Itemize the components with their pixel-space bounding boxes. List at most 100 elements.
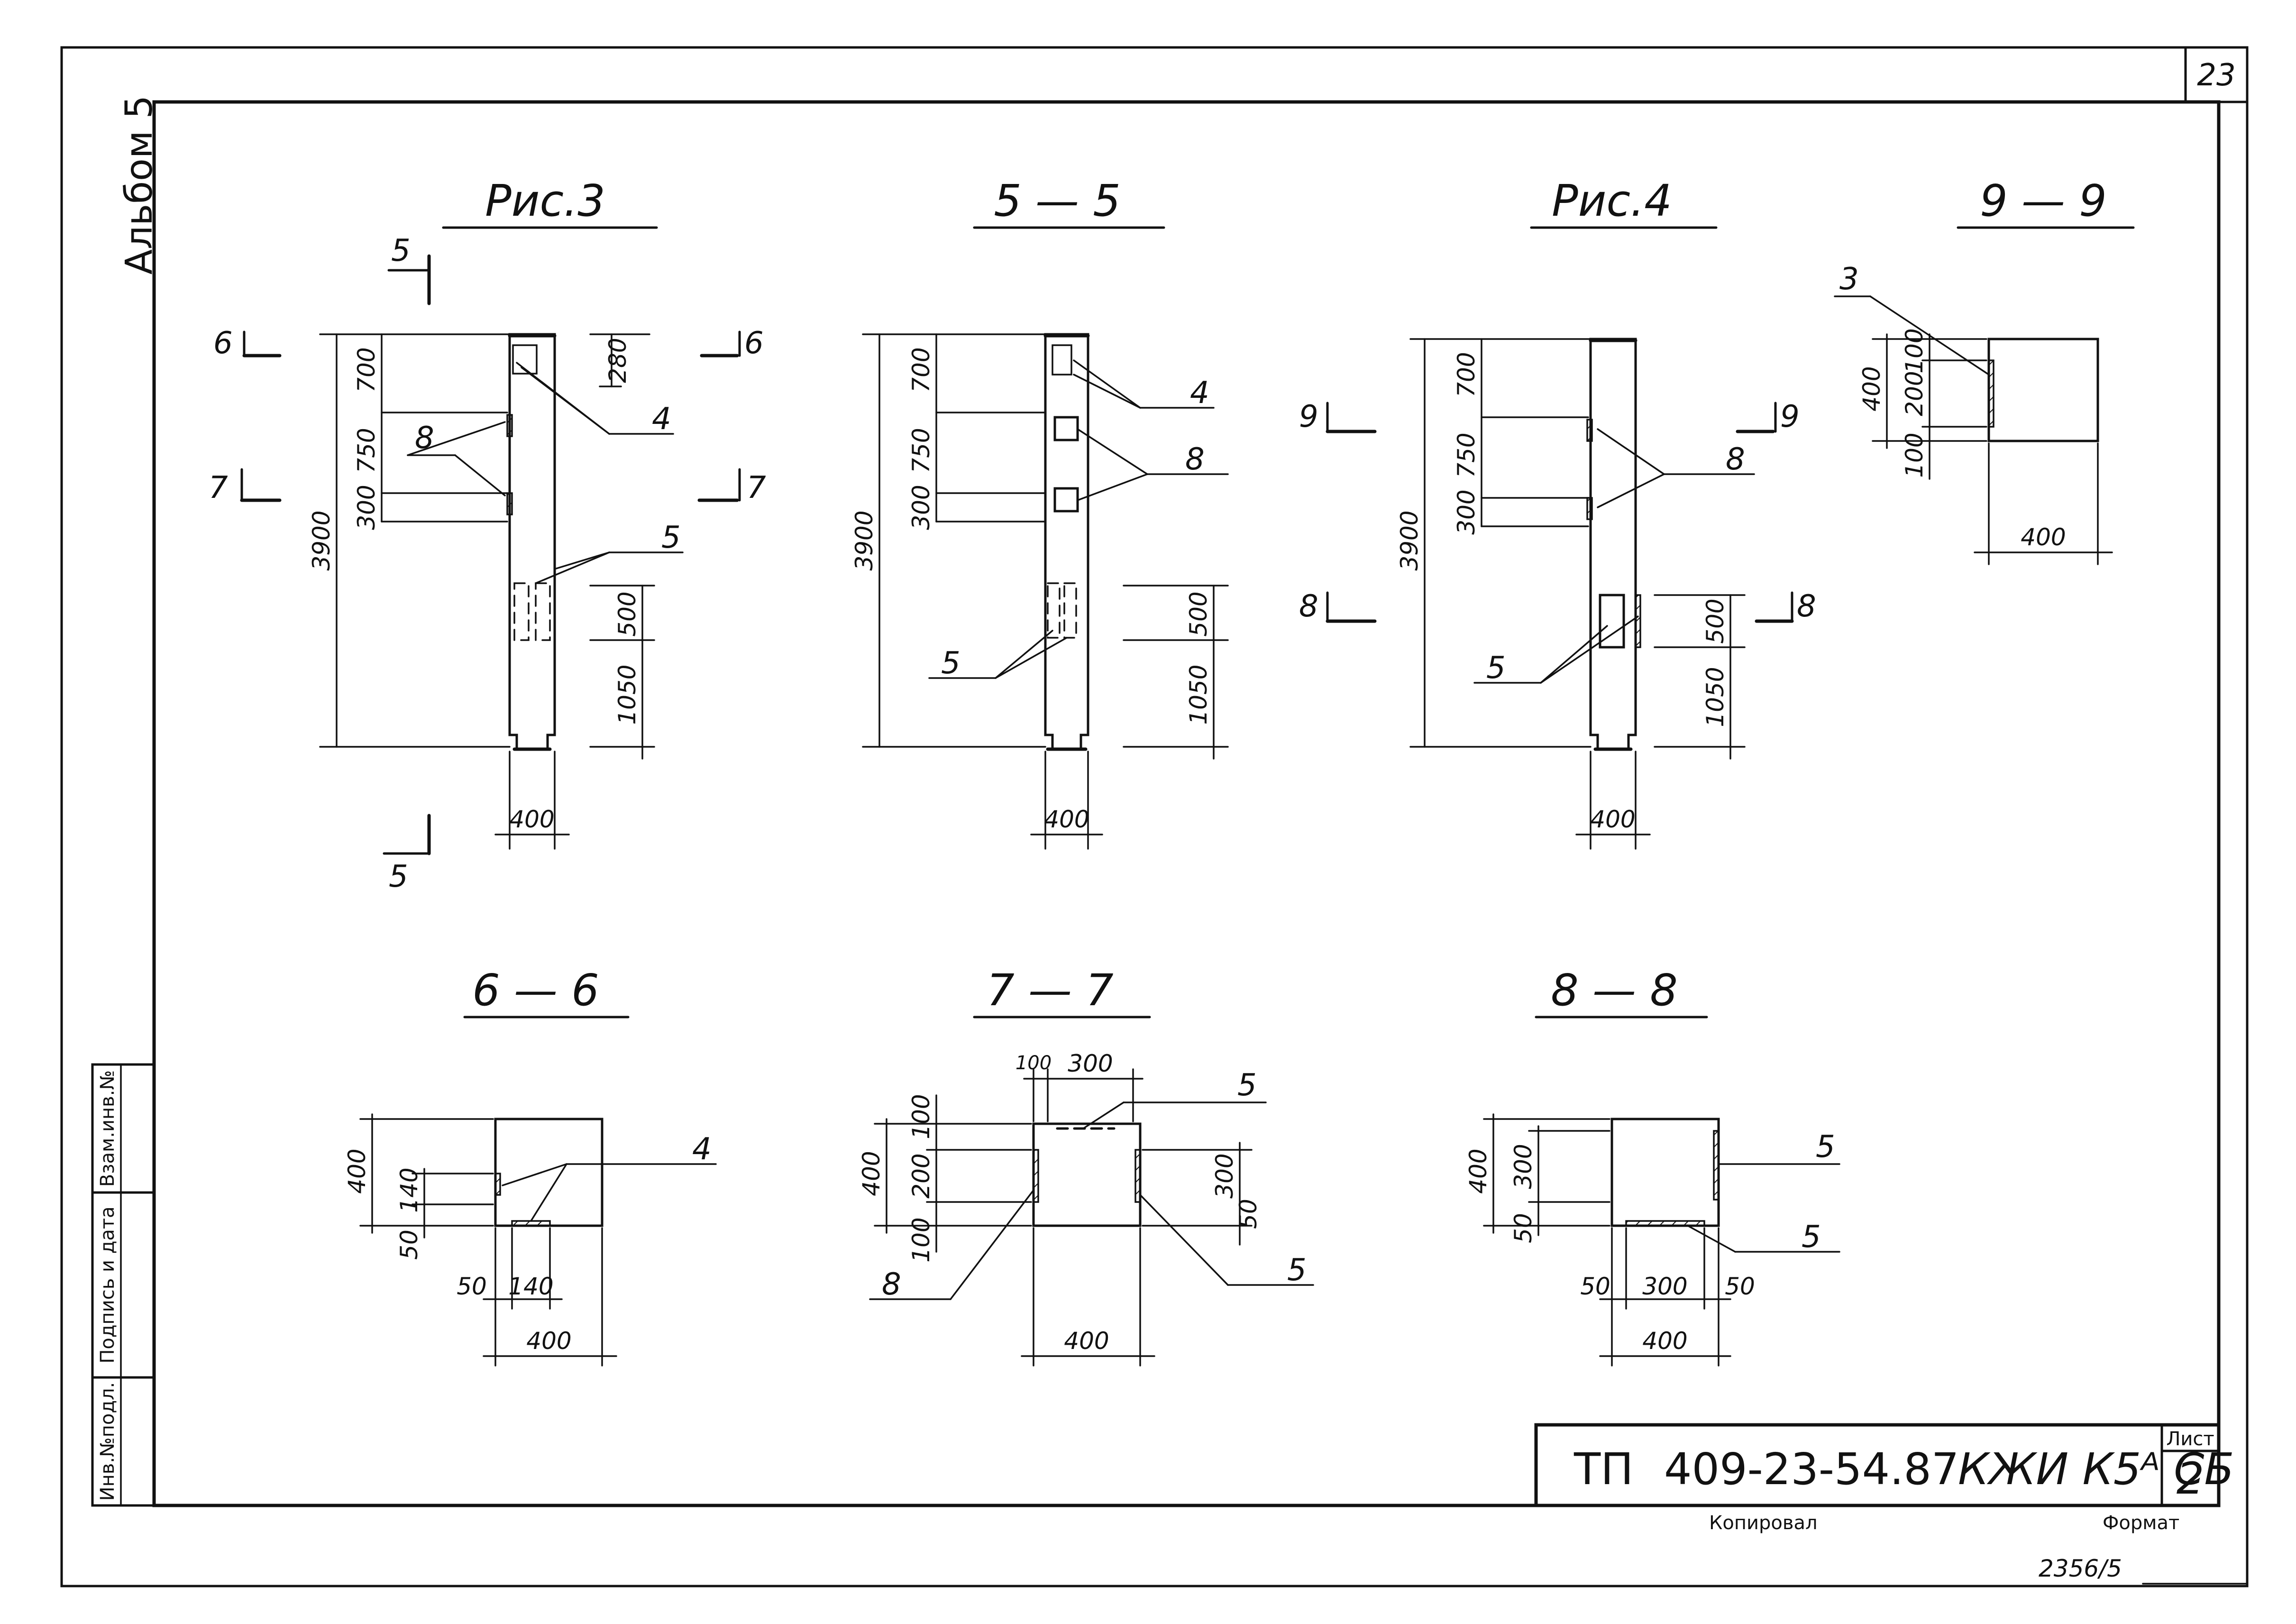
fig3-sec5-top: 5 — [391, 233, 411, 268]
sec77-dim-200: 200 — [907, 1153, 935, 1198]
sec66-dim-400: 400 — [343, 1148, 371, 1193]
sec55-dim-width: 400 — [1044, 806, 1089, 833]
sec99-pos3: 3 — [1839, 262, 1859, 297]
fig3-pos5: 5 — [661, 520, 681, 555]
fig3-sec6-left: 6 — [213, 326, 233, 361]
sec55-pos4: 4 — [1190, 376, 1209, 411]
sec77-dim-100top: 100 — [1015, 1052, 1052, 1074]
sec88-dim-50b: 50 — [1725, 1273, 1755, 1300]
fig4-sec8-right: 8 — [1797, 589, 1816, 624]
side-stamp: Инв.№подл. Подпись и дата Взам.инв.№ — [91, 1063, 156, 1507]
fig3-dim-700: 700 — [353, 347, 380, 392]
sec55-pos5: 5 — [941, 646, 960, 681]
title-block: ТП 409-23-54.87 КЖИ К5ᴬ СБ Лист 2 Копиро… — [1534, 1423, 2248, 1585]
sec55-dim-300: 300 — [907, 485, 935, 530]
sec77-dim-50r: 50 — [1235, 1199, 1262, 1229]
sec77-title: 7 — 7 — [987, 965, 1114, 1016]
sec88-dim-300h: 300 — [1642, 1273, 1687, 1300]
sec66-outline — [494, 1118, 604, 1227]
sec55-dim-750: 750 — [907, 428, 935, 473]
fig4-pos5: 5 — [1486, 651, 1506, 686]
view-sec66: 6 — 6 400 140 50 50 140 400 4 — [343, 965, 717, 1367]
fig3-dim-750: 750 — [353, 428, 380, 473]
view-sec55: 5 — 5 3900 700 750 300 500 1050 400 — [851, 175, 1229, 850]
fig4-sec9-left: 9 — [1299, 399, 1318, 434]
sec55-title: 5 — 5 — [994, 175, 1121, 226]
list-label: Лист — [2166, 1428, 2214, 1450]
sec88-pos5a: 5 — [1816, 1129, 1835, 1165]
sec88-dim-400: 400 — [1464, 1148, 1492, 1193]
fig4-dim-overall: 3900 — [1396, 510, 1423, 570]
sec99-dim-100a: 100 — [1901, 328, 1928, 373]
sec55-column-outline — [1044, 333, 1089, 751]
sec99-dim-100b: 100 — [1901, 432, 1928, 477]
fig3-dim-500: 500 — [613, 591, 641, 636]
sec55-dim-500: 500 — [1185, 591, 1212, 636]
sec77-dim-100b: 100 — [907, 1217, 935, 1262]
fig3-pos8: 8 — [415, 421, 434, 456]
sec77-dim-400: 400 — [858, 1151, 885, 1196]
fig4-sec9-right: 9 — [1780, 399, 1800, 434]
fig4-title: Рис.4 — [1552, 175, 1672, 226]
fig3-dim-width: 400 — [509, 806, 554, 833]
view-sec77: 7 — 7 100 300 400 100 200 100 300 50 40 — [858, 965, 1314, 1367]
fig3-sec7-right: 7 — [747, 470, 766, 505]
sec77-pos5b: 5 — [1287, 1253, 1307, 1288]
sheet-corner-number: 23 — [2197, 58, 2235, 93]
copied-label: Копировал — [1709, 1512, 1818, 1534]
view-sec88: 8 — 8 400 300 50 50 300 50 400 5 5 — [1464, 965, 1840, 1367]
fig3-column-outline — [508, 333, 556, 751]
stamp-replace-label: Взам.инв.№ — [97, 1070, 119, 1187]
sec66-dim-140v: 140 — [395, 1167, 423, 1212]
sec88-outline — [1610, 1118, 1720, 1227]
sec77-pos5a: 5 — [1237, 1068, 1257, 1103]
sec88-dim-300v: 300 — [1509, 1144, 1537, 1189]
sec66-dim-width: 400 — [526, 1327, 571, 1355]
sec99-dim-width: 400 — [2021, 523, 2066, 551]
fig4-column-outline — [1589, 338, 1637, 751]
sec55-dim-700: 700 — [907, 347, 935, 392]
format-label: Формат — [2103, 1512, 2179, 1534]
view-fig3: Рис.3 3900 700 750 300 280 500 1050 — [209, 175, 766, 894]
fig4-dim-700: 700 — [1453, 352, 1480, 397]
sec66-dim-50v: 50 — [395, 1229, 423, 1260]
fig3-dim-1050: 1050 — [613, 664, 641, 725]
fig4-dim-750: 750 — [1453, 432, 1480, 477]
doc-code-prefix: ТП — [1573, 1444, 1633, 1495]
list-number: 2 — [2177, 1453, 2205, 1504]
sheet-frame: 23 Альбом 5 — [60, 46, 2249, 1587]
fig3-title: Рис.3 — [485, 175, 605, 226]
fig4-dim-width: 400 — [1590, 806, 1635, 833]
sec99-dim-400: 400 — [1858, 366, 1885, 411]
sec99-dim-200: 200 — [1901, 371, 1928, 416]
sec77-dim-300top: 300 — [1068, 1050, 1113, 1077]
fig3-sec5-bottom: 5 — [389, 859, 408, 894]
fig3-dim-300: 300 — [353, 485, 380, 530]
fig4-sec8-left: 8 — [1299, 589, 1318, 624]
stamp-sign-label: Подпись и дата — [97, 1206, 119, 1363]
sec55-dim-overall: 3900 — [851, 510, 878, 570]
fig4-dim-1050: 1050 — [1701, 667, 1729, 727]
sec77-outline — [1032, 1122, 1142, 1227]
sec77-dim-300r: 300 — [1211, 1153, 1238, 1198]
fig3-sec6-right: 6 — [744, 326, 764, 361]
order-number: 2356/5 — [2039, 1555, 2122, 1582]
sec77-dim-width: 400 — [1064, 1327, 1109, 1355]
fig4-dim-500: 500 — [1701, 598, 1729, 643]
doc-code-number: 409-23-54.87 — [1664, 1444, 1959, 1495]
sec88-dim-50v: 50 — [1509, 1213, 1537, 1243]
sec55-dim-1050: 1050 — [1185, 664, 1212, 725]
stamp-inv-label: Инв.№подл. — [97, 1382, 119, 1501]
fig4-pos8: 8 — [1726, 442, 1745, 477]
view-fig4: Рис.4 3900 700 750 300 500 1050 400 — [1299, 175, 1816, 850]
album-label: Альбом 5 — [118, 95, 161, 275]
sec77-dim-100a: 100 — [907, 1094, 935, 1139]
sec88-dim-50a: 50 — [1580, 1273, 1610, 1300]
sec66-pos4: 4 — [692, 1132, 712, 1167]
fig3-pos4: 4 — [652, 402, 671, 437]
sec99-title: 9 — 9 — [1980, 175, 2107, 226]
view-sec99: 9 — 9 400 100 200 100 400 3 — [1834, 175, 2135, 565]
sec66-title: 6 — 6 — [472, 965, 599, 1016]
fig3-dim-overall: 3900 — [308, 510, 335, 570]
